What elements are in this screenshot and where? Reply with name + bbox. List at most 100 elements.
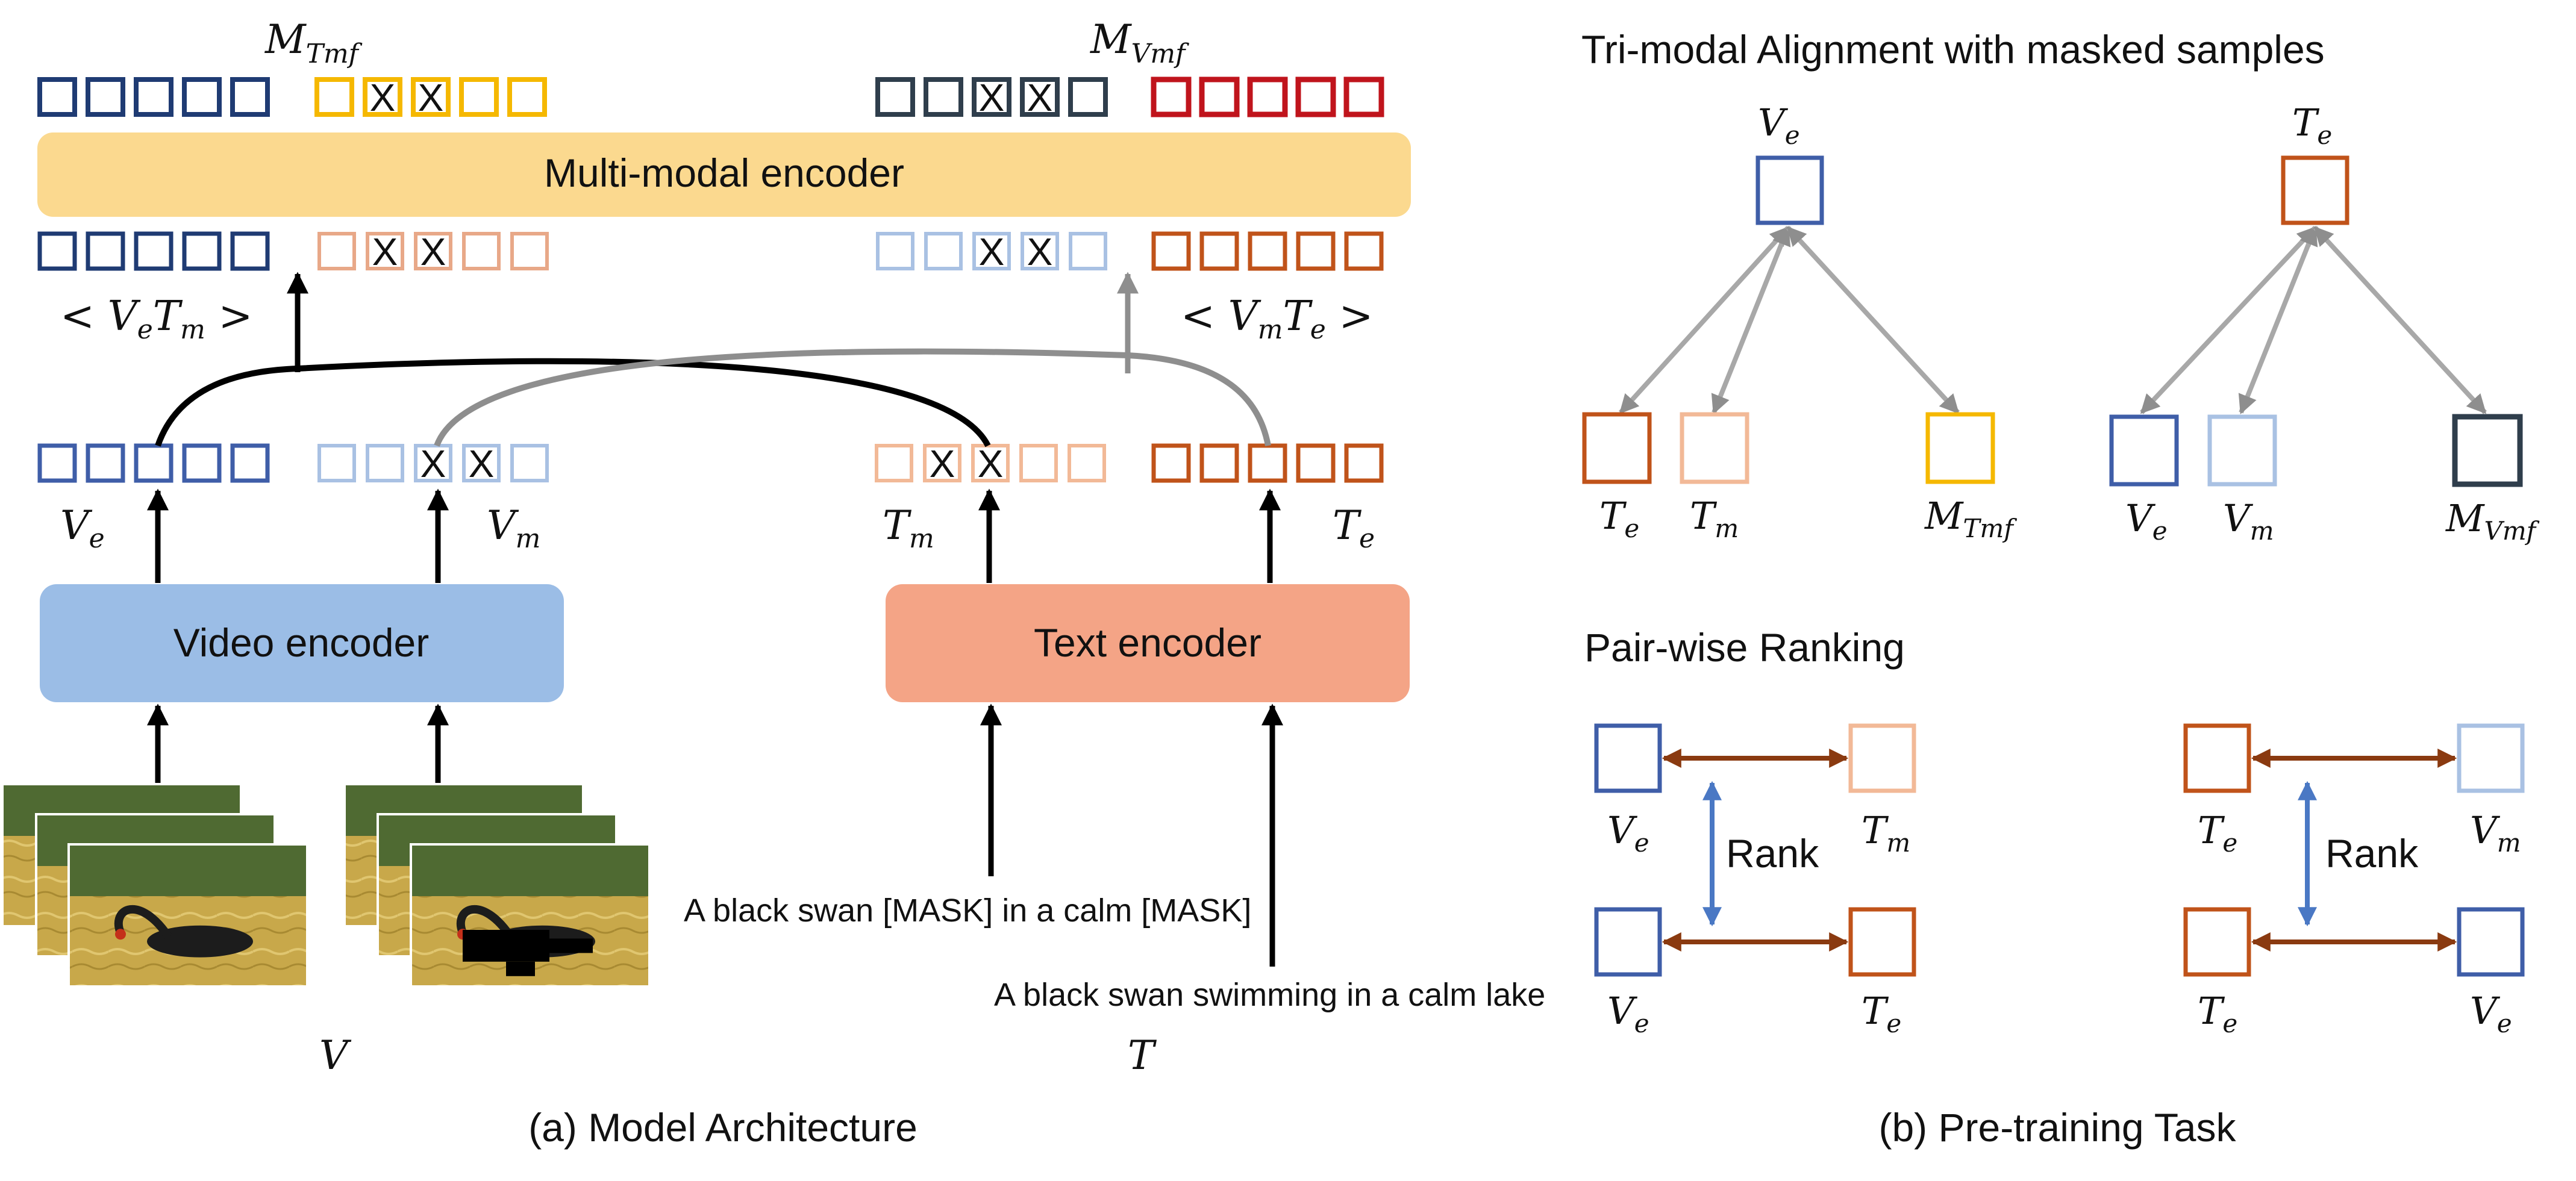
token-group-top-te — [1151, 76, 1384, 117]
tree-right-edge-2 — [2238, 226, 2318, 414]
token-enc-ve-2 — [134, 443, 174, 483]
mask-mark-in-vm-2: X — [979, 230, 1005, 273]
text-encoder-box — [886, 584, 1410, 702]
token-enc-te-1 — [1199, 443, 1239, 483]
token-enc-vm-0 — [317, 444, 356, 482]
pairwise-title: Pair-wise Ranking — [1584, 625, 1905, 670]
token-top-ve-3 — [182, 77, 222, 117]
token-in-tm-3 — [462, 232, 501, 270]
token-enc-ve-4 — [230, 443, 270, 483]
token-in-te-2 — [1248, 231, 1287, 271]
text-encoder-label: Text encoder — [1034, 620, 1261, 665]
rank-right-tl-box — [2183, 723, 2251, 793]
token-enc-tm-3 — [1019, 444, 1058, 482]
token-in-ve-0 — [37, 231, 77, 271]
token-top-vm-1 — [924, 77, 963, 117]
token-enc-te-0 — [1151, 443, 1191, 483]
swan-neck — [456, 905, 514, 940]
mask-mark-top-mtmf-2: X — [418, 76, 444, 119]
tree-left-leaf-te — [1582, 412, 1652, 484]
rank-left-tl-box — [1594, 723, 1662, 793]
label-tm: Tm — [883, 502, 934, 554]
tree-right-root-label: Te — [2292, 101, 2332, 150]
token-in-tm-0 — [317, 232, 356, 270]
token-top-vm-4 — [1068, 77, 1108, 117]
token-enc-ve-1 — [86, 443, 125, 483]
token-enc-te-3 — [1296, 443, 1336, 483]
token-in-ve-3 — [182, 231, 222, 271]
label-ve: Ve — [60, 502, 105, 554]
token-top-mtmf-4 — [507, 77, 547, 117]
tri-modal-title: Tri-modal Alignment with masked samples — [1581, 27, 2325, 72]
tree-left-root-box — [1755, 155, 1824, 225]
swan-body — [147, 925, 253, 958]
tree-right-leaf-vm-label: Vm — [2223, 496, 2274, 546]
pair-label-vmte: < VmTe > — [1181, 293, 1373, 345]
mask-mark-in-tm-2: X — [420, 230, 446, 273]
token-in-vm-0 — [876, 232, 914, 270]
token-enc-tm-4 — [1068, 444, 1106, 482]
mask-patch — [549, 938, 593, 953]
token-in-ve-4 — [230, 231, 270, 271]
mask-mark-enc-vm-3: X — [469, 442, 495, 485]
rank-left-bl-label: Ve — [1607, 989, 1649, 1038]
rank-left-tr-label: Tm — [1862, 808, 1910, 858]
curve-vm-te — [434, 348, 1271, 447]
token-enc-tm-1 — [923, 444, 961, 482]
tree-left-leaf-tm-label: Tm — [1690, 494, 1739, 543]
swan-neck — [114, 905, 172, 940]
mask-patch — [506, 961, 535, 976]
token-in-vm-1 — [924, 232, 963, 270]
multimodal-encoder-box — [37, 132, 1411, 217]
token-enc-tm-2 — [971, 444, 1010, 482]
video-frame-2c — [410, 843, 651, 988]
tree-right-leaf-mvmf — [2452, 414, 2523, 487]
mask-mark-enc-tm-1: X — [930, 442, 955, 485]
token-enc-vm-3 — [462, 444, 501, 482]
tree-right-leaf-ve-label: Ve — [2125, 496, 2168, 546]
label-vm: Vm — [487, 502, 540, 554]
pair-label-vetm: < VeTm > — [60, 293, 252, 345]
token-enc-vm-2 — [414, 444, 452, 482]
token-top-mtmf-1 — [363, 77, 402, 117]
token-enc-te-2 — [1248, 443, 1287, 483]
token-top-te-0 — [1151, 76, 1192, 117]
token-top-vm-0 — [875, 77, 915, 117]
mask-mark-in-vm-3: X — [1027, 230, 1053, 273]
tree-left-leaf-tm — [1680, 412, 1749, 484]
rank-left-label: Rank — [1726, 831, 1819, 876]
token-top-te-4 — [1343, 76, 1384, 117]
token-in-te-1 — [1199, 231, 1239, 271]
rank-right-tr-box — [2457, 723, 2525, 793]
rank-left: Rank Ve Tm Ve Te — [1594, 723, 1916, 1038]
label-m-tmf: MTmf — [264, 16, 363, 69]
token-enc-vm-4 — [510, 444, 549, 482]
rank-left-br-box — [1848, 907, 1916, 977]
mask-mark-in-tm-1: X — [372, 230, 398, 273]
rank-left-tl-label: Ve — [1607, 808, 1649, 858]
token-in-vm-3 — [1021, 232, 1059, 270]
token-in-te-0 — [1151, 231, 1191, 271]
video-encoder-box — [40, 584, 564, 702]
rank-right-tl-label: Te — [2198, 808, 2237, 858]
tree-right: Te Ve Vm MVmf — [2109, 101, 2540, 546]
token-group-top-ve — [37, 77, 270, 117]
tree-right-edge-3 — [2313, 226, 2487, 414]
tree-left-edge-1 — [1619, 226, 1790, 414]
token-in-te-3 — [1296, 231, 1336, 271]
tree-right-root-box — [2281, 155, 2349, 225]
token-in-tm-1 — [366, 232, 404, 270]
caption-a: (a) Model Architecture — [528, 1105, 918, 1150]
tree-left-edge-2 — [1711, 226, 1791, 414]
rank-right-br-label: Ve — [2470, 989, 2512, 1038]
token-top-te-1 — [1199, 76, 1240, 117]
frame-foliage — [70, 846, 306, 896]
input-t-label: T — [1128, 1032, 1157, 1079]
token-enc-vm-1 — [366, 444, 404, 482]
token-enc-te-4 — [1344, 443, 1384, 483]
